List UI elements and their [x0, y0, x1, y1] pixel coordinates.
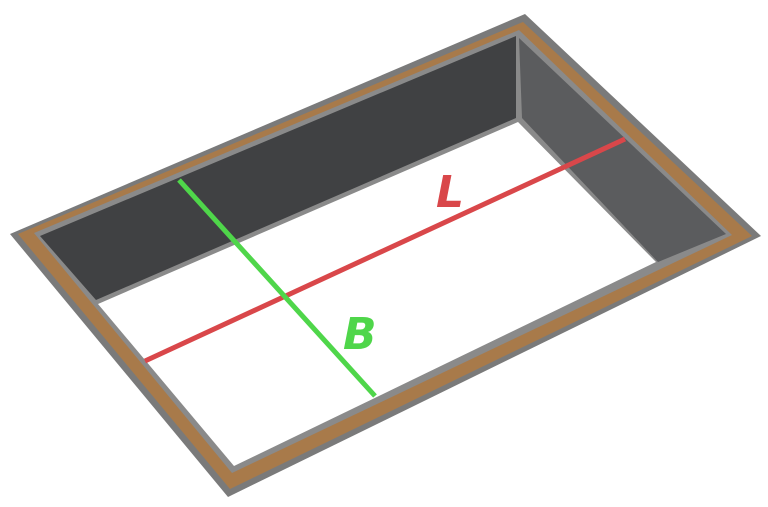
length-label: L [436, 167, 464, 218]
pit-floor [98, 122, 656, 466]
right-wall [519, 38, 726, 262]
back-wall [40, 36, 516, 300]
breadth-line [177, 178, 377, 398]
length-line [143, 136, 627, 364]
breadth-label: B [343, 309, 377, 360]
